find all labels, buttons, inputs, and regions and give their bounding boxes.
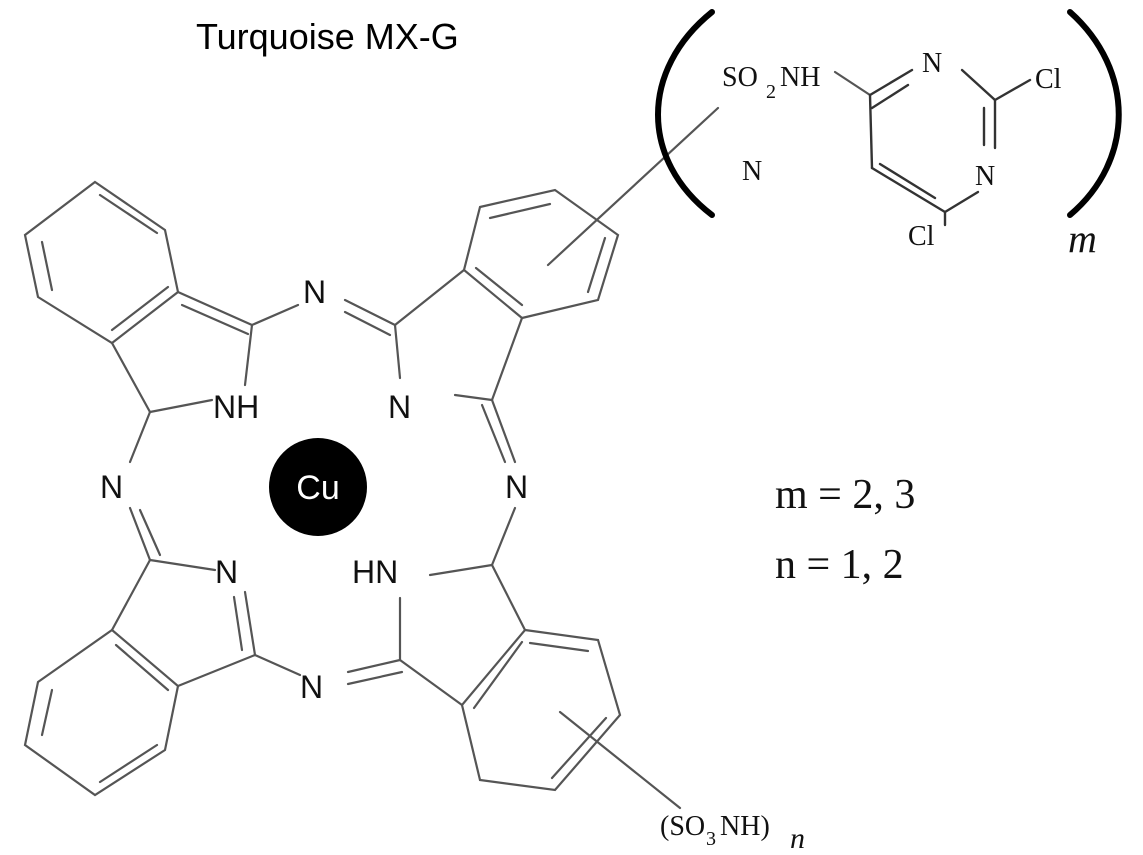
sulfonamide-subscript: 3 <box>706 828 716 850</box>
lower-right-isoindole <box>398 563 682 810</box>
dichloropyrimidine-substituent: SO 2 NH N Cl N Cl N m <box>546 9 1122 267</box>
atom-hn-lower-right: HN <box>352 554 398 590</box>
aza-bridges <box>128 298 517 686</box>
ring-n-right: N <box>975 161 995 192</box>
subscript-m: m <box>1068 216 1097 261</box>
legend: m = 2, 3 n = 1, 2 <box>775 472 915 588</box>
cl-top: Cl <box>1035 64 1062 95</box>
sulfonyl-nh: NH <box>780 62 820 93</box>
atom-n-top: N <box>303 274 326 310</box>
cl-bottom: Cl <box>908 221 935 252</box>
atom-cu: Cu <box>296 469 339 507</box>
sulfonamide-mid: NH) <box>720 811 770 842</box>
subscript-n: n <box>790 822 805 855</box>
sulfonamide-prefix: (SO <box>660 811 705 842</box>
sulfonyl-so: SO <box>722 62 758 93</box>
diagram-title: Turquoise MX-G <box>196 16 459 57</box>
left-parenthesis <box>655 9 715 218</box>
legend-n: n = 1, 2 <box>775 542 904 588</box>
upper-right-isoindole <box>393 188 620 402</box>
upper-left-benzene-ring <box>23 180 180 345</box>
atom-nh-left: NH <box>213 389 259 425</box>
upper-left-isoindole <box>23 180 254 414</box>
copper-circle <box>269 438 367 536</box>
lower-right-benzene-ring <box>460 628 622 792</box>
sulfonyl-subscript: 2 <box>766 81 776 103</box>
sulfonamide-substituent: (SO 3 NH) n <box>660 811 805 855</box>
atom-n-left: N <box>100 469 123 505</box>
atom-n-upper-right: N <box>388 389 411 425</box>
copper-center: Cu <box>269 438 367 536</box>
upper-right-benzene-ring <box>462 188 620 320</box>
atom-n-lower-left: N <box>215 554 238 590</box>
free-n: N <box>742 156 762 187</box>
atom-n-right: N <box>505 469 528 505</box>
lower-left-isoindole <box>23 558 257 797</box>
ring-n-top: N <box>922 48 942 79</box>
legend-m: m = 2, 3 <box>775 472 915 518</box>
right-parenthesis <box>1067 9 1122 218</box>
atom-n-bottom: N <box>300 669 323 705</box>
